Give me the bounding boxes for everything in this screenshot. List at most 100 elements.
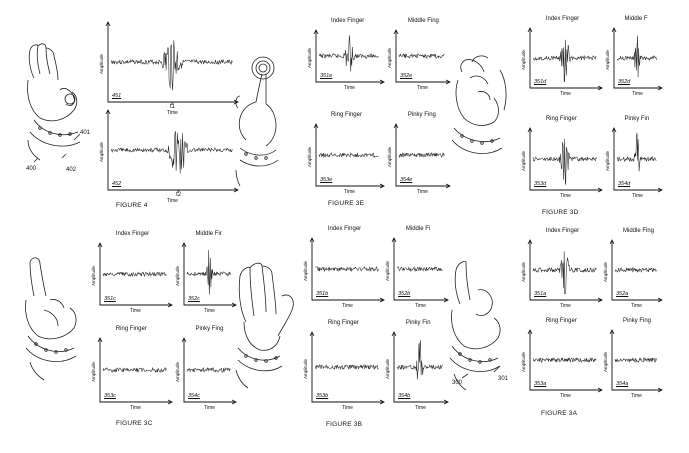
panel-ref-number: 353e <box>320 177 333 183</box>
x-axis-label: Time <box>631 393 642 399</box>
emg-waveform <box>532 356 597 363</box>
y-axis-arrow <box>391 331 397 337</box>
figure-3d-caption: FIGURE 3D <box>542 209 579 216</box>
panel-title: Ring Finger <box>545 318 577 324</box>
y-axis-arrow <box>611 27 617 33</box>
panel-axes <box>395 124 450 187</box>
x-axis-label: Time <box>342 303 353 309</box>
x-axis-label: Time <box>204 308 215 314</box>
signal-panel-353d <box>527 127 603 193</box>
y-axis-arrow <box>527 329 533 335</box>
x-axis-arrow <box>233 187 239 193</box>
y-axis-arrow <box>527 239 533 245</box>
panel-title: Middle Fing <box>407 18 439 24</box>
y-axis-label: Amplitude <box>521 150 526 171</box>
x-axis-arrow <box>657 387 663 393</box>
x-axis-arrow <box>445 79 451 85</box>
panel-ref-number: 351c <box>104 296 116 302</box>
signal-panel-352e <box>393 29 451 85</box>
panel-axes <box>529 330 602 391</box>
panel-title: Ring Finger <box>115 326 147 332</box>
y-axis-arrow <box>309 237 315 243</box>
y-axis-arrow <box>611 127 617 133</box>
signal-panel-352c <box>181 242 237 308</box>
panel-title: Index Finger <box>115 231 150 237</box>
y-axis-label: Amplitude <box>387 146 392 167</box>
x-axis-arrow <box>445 183 451 189</box>
x-axis-arrow <box>597 85 603 91</box>
panel-axes <box>315 30 384 83</box>
panel-title: Pinky Fin <box>405 320 431 326</box>
signal-panel-353c <box>97 337 173 405</box>
y-axis-arrow <box>609 329 615 335</box>
ref-label-400: 400 <box>26 166 37 172</box>
x-axis-arrow <box>379 79 385 85</box>
x-axis-arrow <box>379 399 385 405</box>
panel-ref-number: 352b <box>398 291 411 297</box>
y-axis-arrow <box>97 337 103 343</box>
signal-panel-354e <box>393 123 451 189</box>
signal-panel-353a <box>527 329 603 393</box>
panel-ref-number: 452 <box>112 181 122 187</box>
y-axis-arrow <box>313 123 319 129</box>
x-axis-arrow <box>443 399 449 405</box>
panel-title: Ring Finger <box>327 320 359 326</box>
y-axis-label: Amplitude <box>385 358 390 379</box>
panel-axes <box>613 128 662 191</box>
ref-label-300: 300 <box>452 380 463 386</box>
x-axis-arrow <box>167 399 173 405</box>
emg-waveform <box>102 271 167 277</box>
y-axis-arrow <box>609 239 615 245</box>
wrist-band-open-hand-icon <box>25 257 77 381</box>
y-axis-label: Amplitude <box>91 361 96 382</box>
panel-axes <box>99 243 172 306</box>
panel-ref-number: 353d <box>534 181 547 187</box>
figure-3e-caption: FIGURE 3E <box>328 200 365 207</box>
panel-axes <box>311 238 384 301</box>
y-axis-arrow <box>309 331 315 337</box>
ref-label-301: 301 <box>498 376 509 382</box>
x-axis-arrow <box>657 297 663 303</box>
panel-ref-number: 353b <box>316 393 329 399</box>
figure-3a-caption: FIGURE 3A <box>541 410 578 417</box>
x-axis-label: Time <box>415 303 426 309</box>
panel-title: Middle Fir <box>195 231 222 237</box>
y-axis-label: Amplitude <box>91 265 96 286</box>
y-axis-arrow <box>527 127 533 133</box>
signal-panel-354d <box>611 127 663 193</box>
y-axis-label: Amplitude <box>99 53 104 74</box>
x-axis-label: Time <box>417 85 428 91</box>
panel-ref-number: 351e <box>320 73 333 79</box>
ref-label-402: 402 <box>66 167 77 173</box>
y-axis-arrow <box>393 123 399 129</box>
panel-axes <box>183 243 236 306</box>
panel-ref-number: 352e <box>400 73 413 79</box>
panel-ref-number: 451 <box>112 93 122 99</box>
panel-ref-number: 352a <box>616 291 629 297</box>
emg-waveform <box>532 251 597 295</box>
panel-title: Index Finger <box>545 16 580 22</box>
x-axis-arrow <box>657 85 663 91</box>
panel-ref-number: 353c <box>104 393 116 399</box>
y-axis-label: Amplitude <box>175 361 180 382</box>
panel-ref-number: 351d <box>534 79 547 85</box>
panel-title: Pinky Fing <box>195 326 224 332</box>
panel-title: Index Finger <box>330 18 365 24</box>
x-axis-label: Time <box>167 198 178 204</box>
figure-3b-caption: FIGURE 3B <box>326 421 363 428</box>
y-axis-arrow <box>97 242 103 248</box>
panel-axes <box>393 238 448 301</box>
ref-label-401: 401 <box>80 130 91 136</box>
panel-title: Pinky Fin <box>624 116 650 122</box>
panel-ref-number: 354c <box>188 393 200 399</box>
emg-waveform <box>186 366 231 373</box>
y-axis-arrow <box>391 237 397 243</box>
emg-waveform <box>398 152 445 159</box>
emg-waveform <box>616 132 657 172</box>
panel-title: Pinky Fing <box>407 112 436 118</box>
x-axis-arrow <box>597 387 603 393</box>
y-axis-arrow <box>313 29 319 35</box>
emg-waveform <box>532 138 597 185</box>
